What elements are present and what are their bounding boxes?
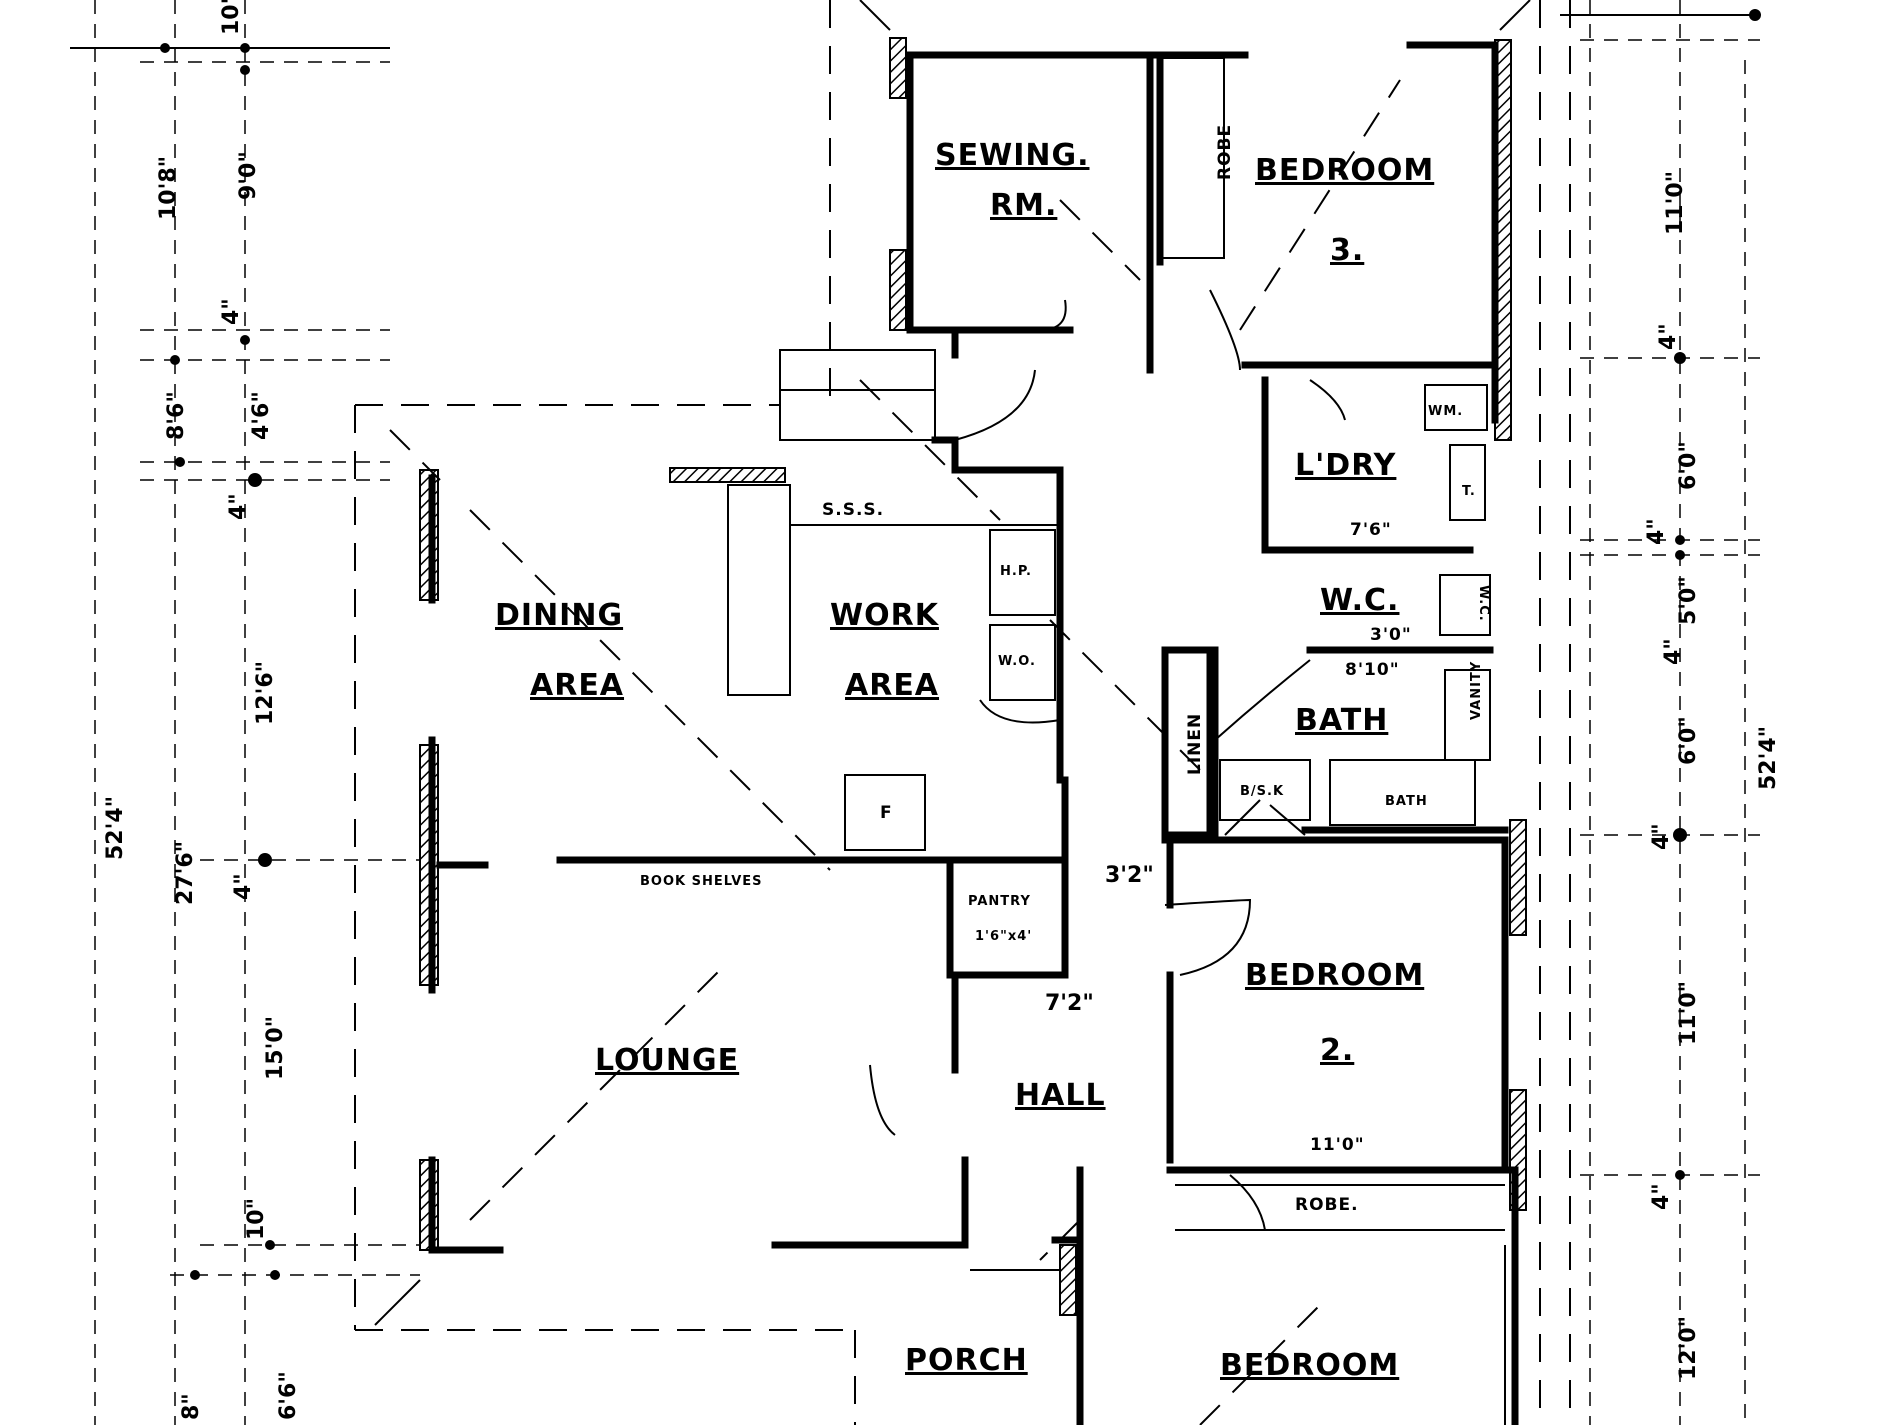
- fixtures: [727, 57, 1506, 1425]
- robe-top-label: ROBE: [1215, 124, 1235, 180]
- linen-label: LINEN: [1185, 713, 1205, 775]
- dim-left-inner-2: 9'0": [236, 151, 261, 200]
- right-dimensions: 11'0" 4" 6'0" 4" 5'0" 4" 6'0" 4" 11'0" 4…: [1644, 171, 1781, 1380]
- bedroom-1-label: BEDROOM: [1220, 1348, 1399, 1383]
- bath-dimension: 8'10": [1345, 660, 1400, 680]
- dim-left-inner-5: 4": [226, 493, 251, 520]
- robe-bottom-label: ROBE.: [1295, 1195, 1359, 1215]
- dim-left-outer-1: 10'8": [156, 156, 181, 220]
- fridge-label: F: [880, 803, 893, 823]
- room-labels: SEWING. RM. ROBE BEDROOM 3. L'DRY 7'6" W…: [495, 124, 1491, 1383]
- dim-right-1: 11'0": [1663, 171, 1688, 235]
- dim-right-8: 4": [1649, 823, 1674, 850]
- bedroom-2-number: 2.: [1320, 1033, 1354, 1068]
- wc-dimension: 3'0": [1370, 625, 1412, 645]
- dim-left-inner-1: 10": [219, 0, 244, 35]
- hotplate-label: H.P.: [1000, 564, 1032, 579]
- dim-right-2: 4": [1656, 323, 1681, 350]
- door-swings: [869, 289, 1346, 1231]
- wc-small-label: W.C.: [1476, 585, 1491, 622]
- work-area-label-2: AREA: [845, 668, 939, 703]
- sink-label: S.S.S.: [822, 500, 884, 520]
- lounge-label: LOUNGE: [595, 1043, 739, 1078]
- bedroom-3-label: BEDROOM: [1255, 153, 1434, 188]
- work-area-label-1: WORK: [830, 598, 940, 633]
- book-shelves-label: BOOK SHELVES: [640, 874, 763, 889]
- dim-right-10: 4": [1649, 1183, 1674, 1210]
- dim-right-11: 12'0": [1676, 1316, 1701, 1380]
- bedroom-3-number: 3.: [1330, 233, 1364, 268]
- dim-left-outer-6: 6'6": [276, 1371, 301, 1420]
- porch-label: PORCH: [905, 1343, 1028, 1378]
- dim-left-outer-4: 27'6": [173, 841, 198, 905]
- dim-left-inner-7: 10": [244, 1198, 269, 1240]
- dim-left-inner-6: 4": [231, 873, 256, 900]
- dim-right-4: 4": [1644, 518, 1669, 545]
- wc-label: W.C.: [1320, 583, 1399, 618]
- hall-dimension-a: 3'2": [1105, 863, 1154, 888]
- hall-dimension-b: 7'2": [1045, 991, 1094, 1016]
- dim-left-inner-4: 4'6": [249, 391, 274, 440]
- right-dimension-lines: [1560, 0, 1761, 1425]
- bath-fixture-label: BATH: [1385, 794, 1428, 809]
- dim-right-5: 5'0": [1676, 576, 1701, 625]
- walls: [428, 41, 1519, 1425]
- dim-right-9: 11'0": [1676, 981, 1701, 1045]
- bedroom-2-dimension: 11'0": [1310, 1135, 1365, 1155]
- eaves-outline: [354, 0, 1571, 1425]
- dining-area-label-1: DINING: [495, 598, 623, 633]
- sewing-room-label-2: RM.: [990, 188, 1057, 223]
- dim-left-outer-3: 12'6": [253, 661, 278, 725]
- laundry-dimension: 7'6": [1350, 520, 1392, 540]
- vanity-label: VANITY: [1469, 661, 1484, 720]
- bedroom-2-label: BEDROOM: [1245, 958, 1424, 993]
- left-dimension-lines: [70, 0, 420, 1425]
- diagonal-lines: [389, 79, 1401, 1425]
- dining-area-label-2: AREA: [530, 668, 624, 703]
- dim-left-outer-7: 52'4": [103, 796, 128, 860]
- dim-right-6: 4": [1661, 638, 1686, 665]
- tub-label: T.: [1462, 484, 1476, 499]
- dim-right-total: 52'4": [1756, 726, 1781, 790]
- pantry-label: PANTRY: [968, 894, 1031, 909]
- dim-left-inner-8: 8": [179, 1393, 204, 1420]
- wall-oven-label: W.O.: [998, 654, 1036, 669]
- bath-label: BATH: [1295, 703, 1388, 738]
- dim-left-outer-2: 8'6": [164, 391, 189, 440]
- hall-label: HALL: [1015, 1078, 1106, 1113]
- left-dimensions: 10'8" 8'6" 12'6" 27'6" 15'0" 6'6" 52'4" …: [103, 0, 301, 1420]
- dim-right-3: 6'0": [1676, 441, 1701, 490]
- dim-left-outer-5: 15'0": [263, 1016, 288, 1080]
- dim-right-7: 6'0": [1676, 716, 1701, 765]
- sewing-room-label-1: SEWING.: [935, 138, 1089, 173]
- washing-machine-label: WM.: [1428, 404, 1463, 419]
- pantry-dimension: 1'6"x4': [975, 929, 1032, 944]
- laundry-label: L'DRY: [1295, 448, 1397, 483]
- dim-left-inner-3: 4": [219, 298, 244, 325]
- basin-label: B/S.K: [1240, 784, 1284, 799]
